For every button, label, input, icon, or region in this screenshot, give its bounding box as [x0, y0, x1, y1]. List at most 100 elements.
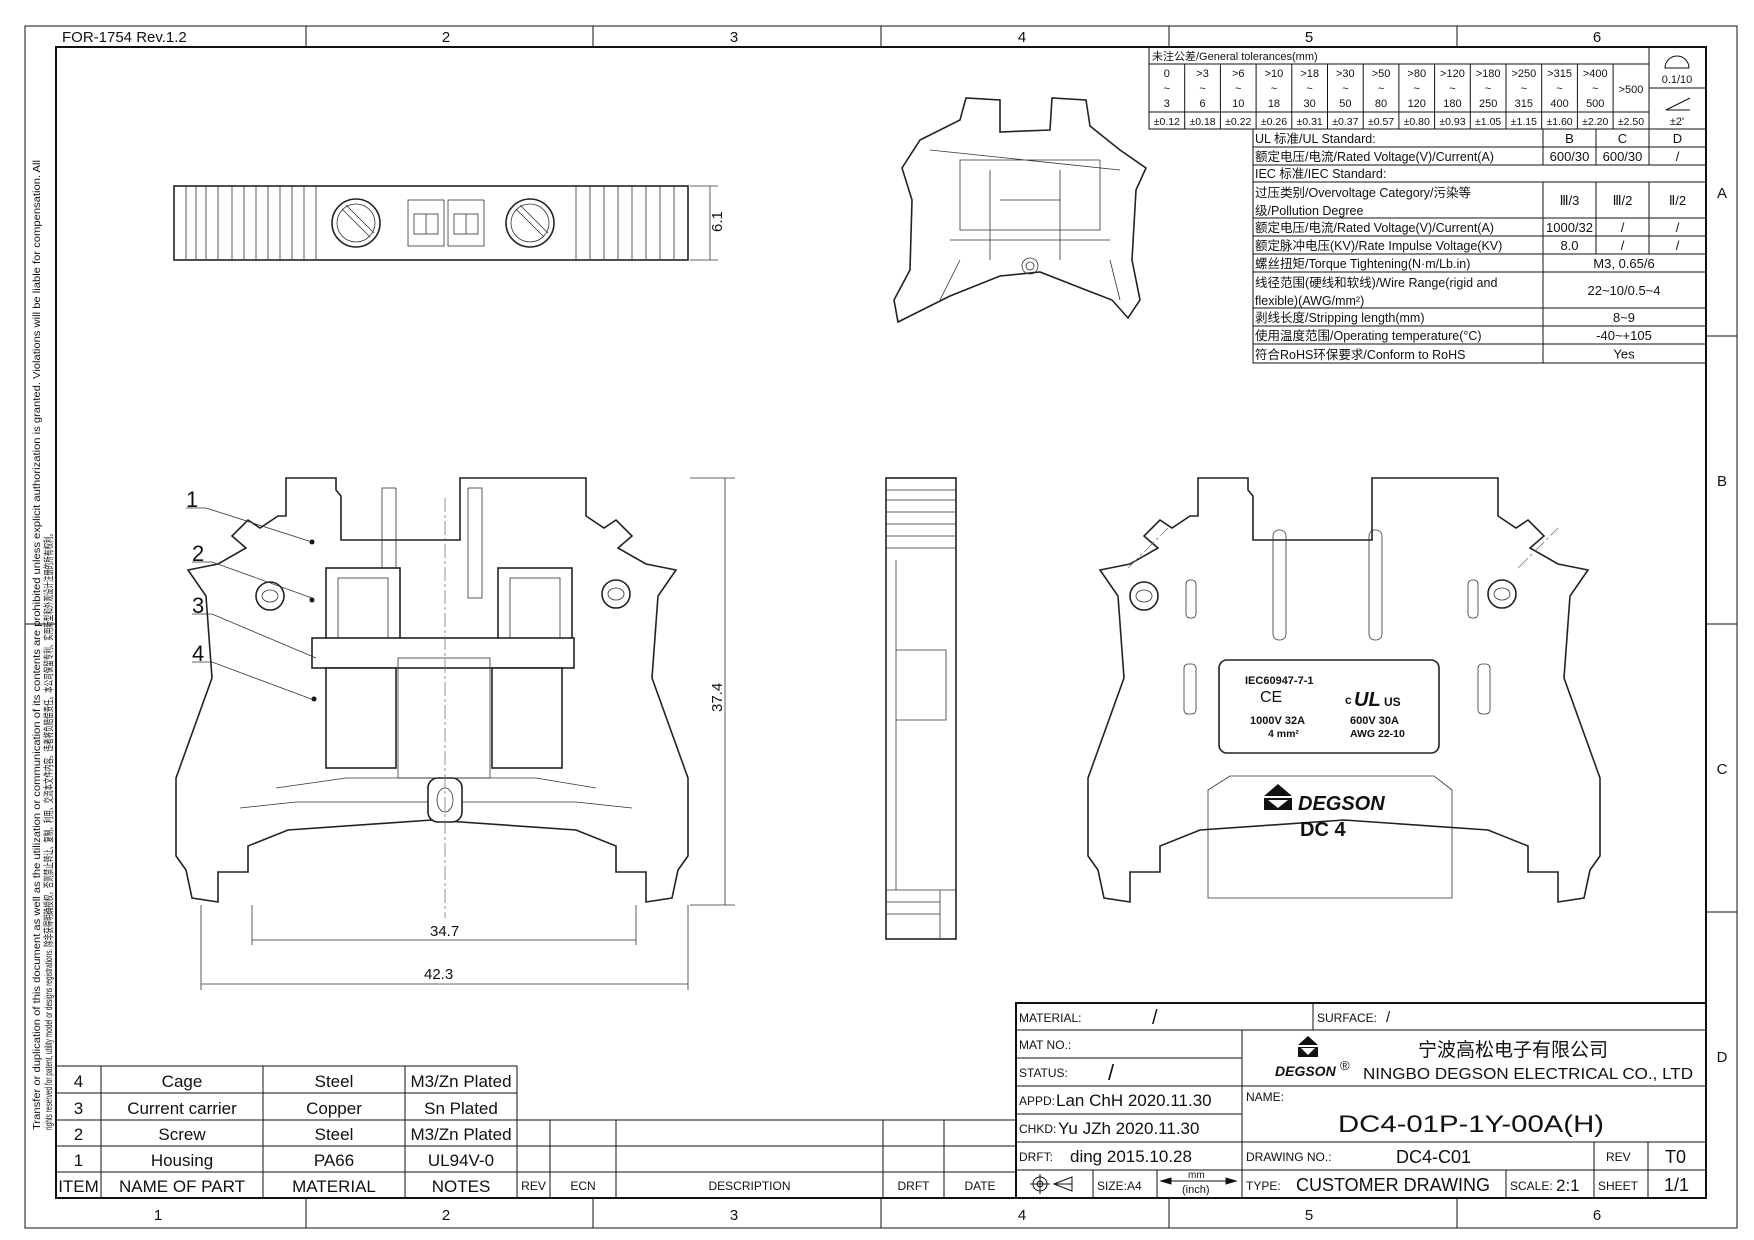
zone-row-a: A [1717, 185, 1727, 202]
label-model: DC 4 [1300, 819, 1346, 841]
tolerance-range: >10 [1265, 68, 1284, 80]
spec-value: 600/30 [1550, 149, 1590, 164]
tolerance-range: ~ [1556, 83, 1562, 95]
angle-icon [1665, 97, 1691, 111]
tolerance-range: 180 [1443, 98, 1461, 110]
tolerance-value: ±1.15 [1511, 116, 1537, 128]
parts-cell: Housing [151, 1151, 213, 1170]
tolerance-value: ±0.93 [1439, 116, 1465, 128]
tolerance-range: 18 [1268, 98, 1280, 110]
tolerance-range: >50 [1372, 68, 1391, 80]
legal-notice-line-2: rights reserved for patent, utility mode… [42, 530, 55, 1130]
spec-value: / [1676, 220, 1680, 235]
spec-value: / [1621, 220, 1625, 235]
revision-header: REV [521, 1179, 546, 1193]
spec-value: Yes [1613, 347, 1635, 362]
size-label: SIZE:A4 [1097, 1179, 1142, 1193]
spec-value: C [1618, 131, 1627, 146]
label-ul-c: c [1345, 693, 1352, 707]
spec-label: 剥线长度/Stripping length(mm) [1255, 310, 1425, 325]
front-view [175, 477, 689, 918]
zone-col-3-bottom: 3 [730, 1207, 738, 1224]
drawing-no-label: DRAWING NO.: [1246, 1150, 1332, 1164]
spec-value: M3, 0.65/6 [1593, 256, 1654, 271]
spec-label: 符合RoHS环保要求/Conform to RoHS [1255, 347, 1465, 362]
table-border [55, 1065, 518, 1199]
tolerance-range: 500 [1586, 98, 1604, 110]
tolerance-range: ~ [1414, 83, 1420, 95]
tolerance-value: ±0.57 [1368, 116, 1394, 128]
parts-cell: 1 [74, 1151, 83, 1170]
table-rule [1595, 218, 1650, 236]
tolerance-range: 0 [1164, 68, 1170, 80]
surface-value: / [1386, 1009, 1391, 1026]
parts-header: MATERIAL [292, 1177, 376, 1196]
form-id: FOR-1754 Rev.1.2 [62, 29, 187, 46]
unit-indicator: mm (inch) [1159, 1170, 1238, 1196]
callout-4: 4 [192, 641, 204, 666]
tolerance-range: ~ [1235, 83, 1241, 95]
parts-header: ITEM [58, 1177, 99, 1196]
tolerance-range: 30 [1304, 98, 1316, 110]
table-rule [517, 1119, 1016, 1199]
tolerance-range: ~ [1449, 83, 1455, 95]
spec-label: IEC 标准/IEC Standard: [1255, 167, 1386, 181]
tolerance-range: >500 [1619, 84, 1644, 96]
tolerance-value: ±1.05 [1475, 116, 1501, 128]
revision-header: DRFT [898, 1179, 931, 1193]
parts-cell: 2 [74, 1125, 83, 1144]
spec-label: 过压类别/Overvoltage Category/污染等 [1255, 185, 1471, 200]
tolerance-range: >3 [1196, 68, 1209, 80]
isometric-view [893, 97, 1148, 324]
tolerance-range: ~ [1592, 83, 1598, 95]
legal-notice: Transfer or duplication of this document… [31, 160, 55, 1130]
angle-tolerance: ±2' [1670, 116, 1684, 128]
table-rule [1595, 236, 1650, 254]
drawing-no-value: DC4-C01 [1396, 1147, 1471, 1167]
dimension-top-height: 6.1 [709, 211, 726, 232]
dimension-overall-width: 42.3 [424, 966, 453, 983]
scale-label: SCALE: [1510, 1179, 1553, 1193]
zone-col-2-bottom: 2 [442, 1207, 450, 1224]
label-ce-mark: CE [1260, 689, 1282, 706]
spec-label: 螺丝扭矩/Torque Tightening(N·m/Lb.in) [1255, 257, 1470, 271]
degson-logo-icon [1264, 784, 1292, 810]
spec-value: 22~10/0.5~4 [1587, 283, 1660, 298]
tolerance-range: ~ [1485, 83, 1491, 95]
appd-label: APPD: [1019, 1094, 1055, 1108]
top-view: 6.1 [173, 185, 726, 261]
tolerance-range: 50 [1339, 98, 1351, 110]
tolerance-range: 80 [1375, 98, 1387, 110]
tolerance-range: ~ [1306, 83, 1312, 95]
spec-value: 1000/32 [1546, 220, 1593, 235]
side-view [885, 477, 957, 940]
drft-value: ding 2015.10.28 [1070, 1147, 1192, 1166]
spec-label: flexible)(AWG/mm²) [1255, 294, 1364, 308]
material-value: / [1152, 1007, 1158, 1029]
zone-col-2-top: 2 [442, 29, 450, 46]
table-rule [1595, 182, 1650, 218]
revision-header: DESCRIPTION [708, 1179, 790, 1193]
logo-registered-mark: ® [1340, 1058, 1350, 1073]
tolerance-range: >180 [1476, 68, 1501, 80]
spec-value: Ⅱ/2 [1669, 193, 1686, 208]
table-rule [1595, 129, 1650, 147]
drft-label: DRFT: [1019, 1150, 1053, 1164]
material-label: MATERIAL: [1019, 1011, 1081, 1025]
parts-cell: Steel [315, 1125, 354, 1144]
spec-label: 额定电压/电流/Rated Voltage(V)/Current(A) [1255, 220, 1494, 235]
spec-value: / [1676, 238, 1680, 253]
tolerance-range: ~ [1199, 83, 1205, 95]
callout-2: 2 [192, 541, 204, 566]
spec-value: D [1673, 131, 1682, 146]
tolerance-range: >250 [1511, 68, 1536, 80]
spec-label: UL 标准/UL Standard: [1255, 132, 1376, 146]
surface-label: SURFACE: [1317, 1011, 1377, 1025]
zone-col-1-bottom: 1 [154, 1207, 162, 1224]
tolerance-range: >6 [1232, 68, 1245, 80]
parts-cell: 4 [74, 1072, 83, 1091]
spec-label: 使用温度范围/Operating temperature(°C) [1255, 328, 1482, 343]
scale-value: 2:1 [1556, 1176, 1580, 1195]
tolerance-range: ~ [1271, 83, 1277, 95]
